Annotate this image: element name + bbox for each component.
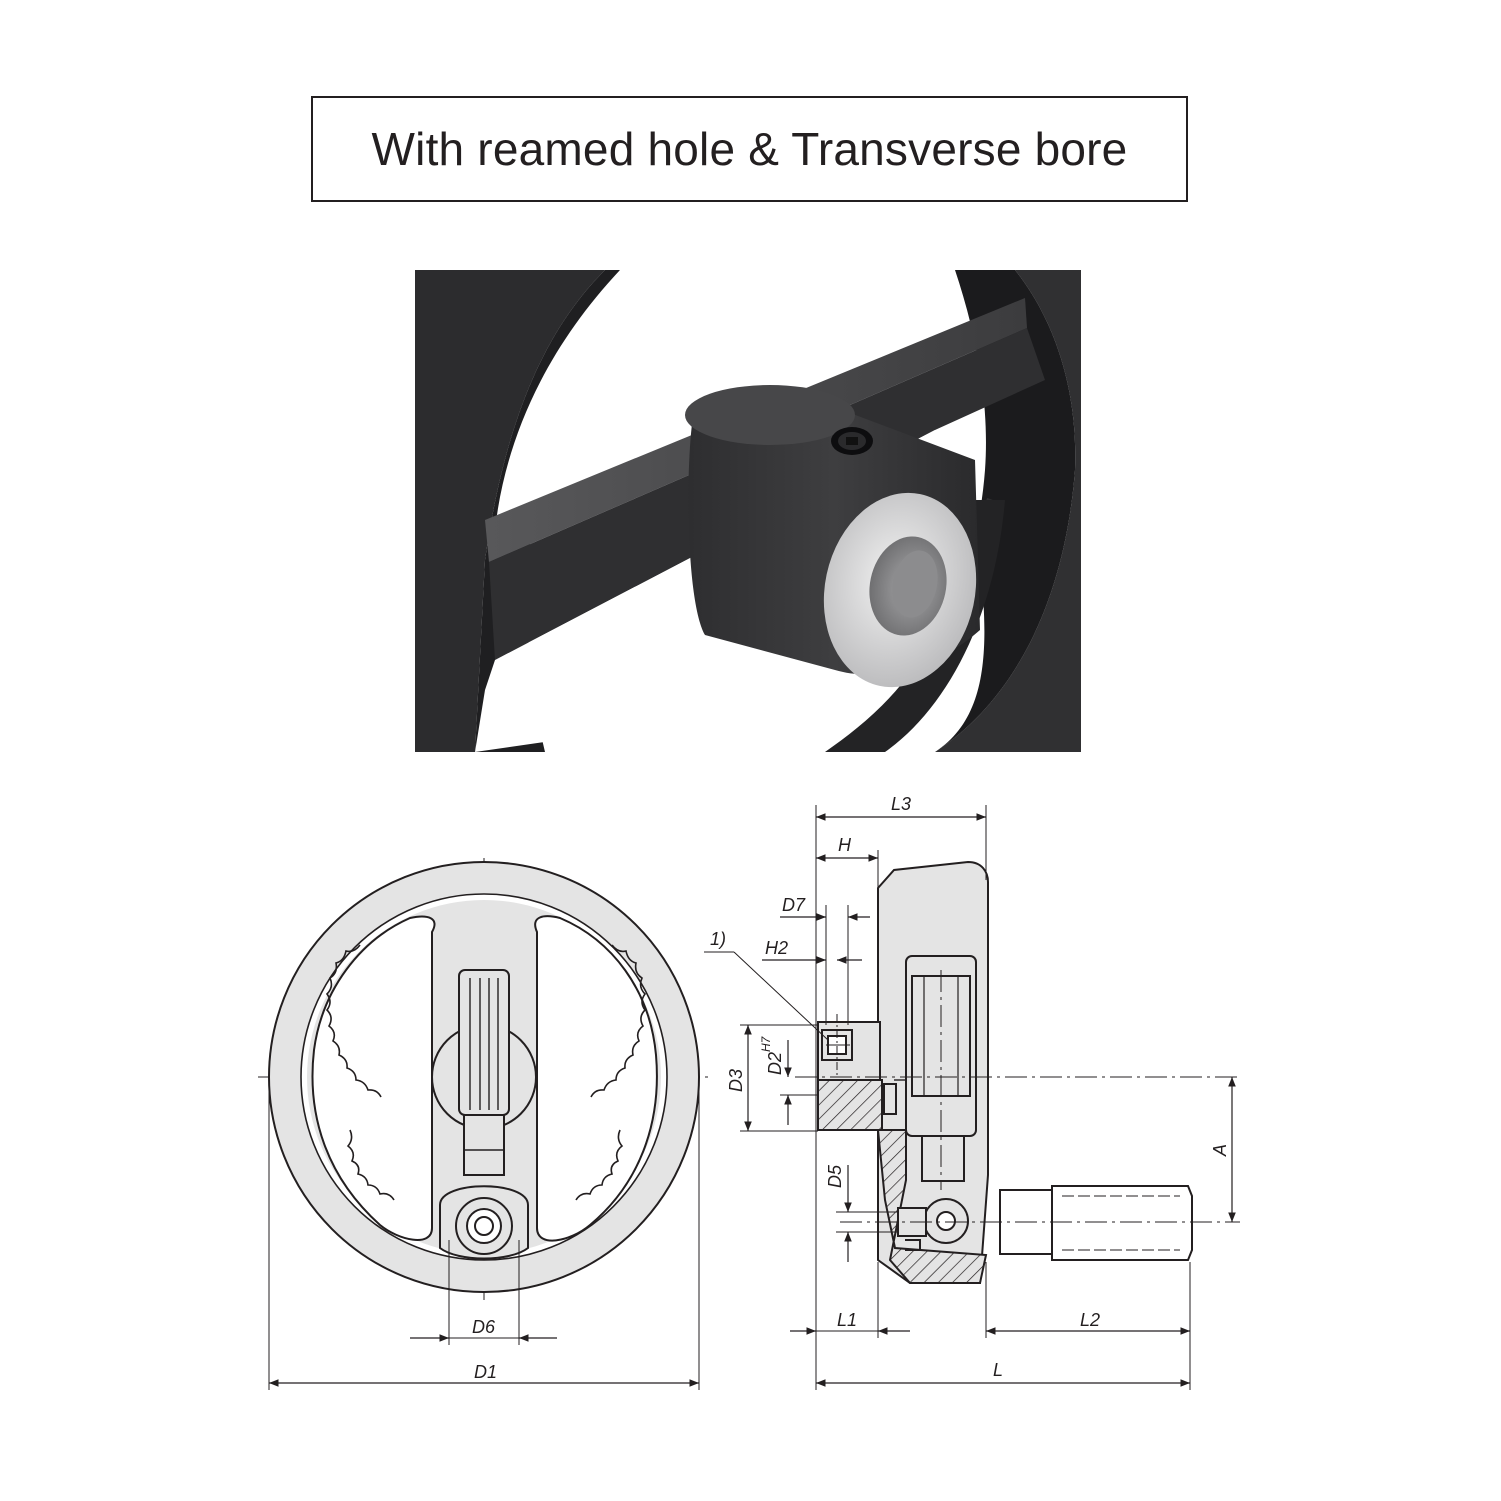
technical-drawing: D6 D1 [258, 794, 1240, 1390]
dim-d1-label: D1 [474, 1362, 497, 1382]
footnote-1-label: 1) [710, 929, 726, 949]
dim-l-label: L [993, 1360, 1003, 1380]
dim-l1-label: L1 [837, 1310, 857, 1330]
title-box: With reamed hole & Transverse bore [311, 96, 1188, 202]
product-photo [415, 270, 1081, 752]
dim-d3-label: D3 [726, 1069, 746, 1092]
dim-d7-label: D7 [782, 895, 806, 915]
dim-h-label: H [838, 835, 852, 855]
dim-a-label: A [1210, 1144, 1230, 1157]
front-view [258, 858, 708, 1390]
dim-d2-label: D2 [765, 1052, 785, 1075]
page-title: With reamed hole & Transverse bore [371, 123, 1128, 175]
handwheel-hub-photo-icon [415, 270, 1081, 752]
dim-l2-label: L2 [1080, 1310, 1100, 1330]
dim-d5-label: D5 [825, 1164, 845, 1188]
side-view [704, 805, 1240, 1390]
tolerance-h7-label: H7 [759, 1035, 773, 1052]
dim-l3-label: L3 [891, 794, 911, 814]
dim-h2-label: H2 [765, 938, 788, 958]
dim-d6-label: D6 [472, 1317, 496, 1337]
